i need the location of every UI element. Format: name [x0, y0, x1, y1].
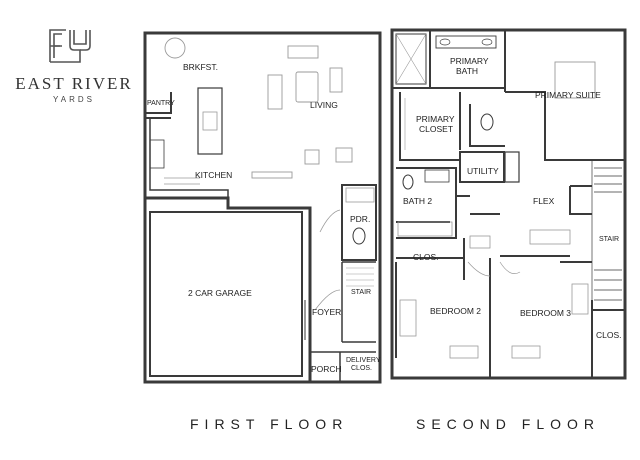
- first-floor-exterior-wall: [143, 31, 382, 384]
- room-label-utility: UTILITY: [467, 166, 499, 176]
- room-label-porch: PORCH: [311, 364, 342, 374]
- room-label-primary-closet-line2: CLOSET: [419, 124, 454, 134]
- brand-subtitle: YARDS: [53, 95, 95, 104]
- room-label-first-stair: STAIR: [351, 289, 372, 296]
- room-label-bath2: BATH 2: [403, 196, 433, 206]
- room-label-primary-closet-line1: PRIMARY: [416, 114, 455, 124]
- room-label-clos-left: CLOS.: [413, 252, 439, 262]
- room-label-primary-bath-line1: PRIMARY: [450, 56, 489, 66]
- first-floor-title: FIRST FLOOR: [190, 416, 349, 432]
- room-label-pantry: PANTRY: [147, 100, 175, 107]
- brand-name: EAST RIVER: [15, 74, 133, 93]
- room-label-second-stair: STAIR: [599, 236, 620, 243]
- room-label-pdr: PDR.: [350, 214, 371, 224]
- room-label-delivery-clos: CLOS.: [351, 365, 373, 372]
- room-label-foyer: FOYER: [312, 307, 342, 317]
- room-label-living: LIVING: [310, 100, 338, 110]
- brand-logo-mark: [49, 29, 91, 63]
- room-label-clos-right: CLOS.: [596, 330, 622, 340]
- room-label-primary-bath-line2: BATH: [456, 66, 479, 76]
- second-floor-plan: [390, 28, 627, 380]
- second-floor-title: SECOND FLOOR: [416, 416, 601, 432]
- room-label-bedroom2: BEDROOM 2: [430, 306, 482, 316]
- room-label-brkfst: BRKFST.: [183, 62, 218, 72]
- room-label-kitchen: KITCHEN: [195, 170, 233, 180]
- second-floor-exterior-wall: [390, 28, 627, 380]
- room-label-delivery: DELIVERY: [346, 357, 381, 364]
- first-floor-plan: [143, 31, 382, 384]
- room-label-primary-suite: PRIMARY SUITE: [535, 90, 601, 100]
- room-label-garage: 2 CAR GARAGE: [188, 288, 252, 298]
- room-label-bedroom3: BEDROOM 3: [520, 308, 572, 318]
- room-label-flex: FLEX: [533, 196, 555, 206]
